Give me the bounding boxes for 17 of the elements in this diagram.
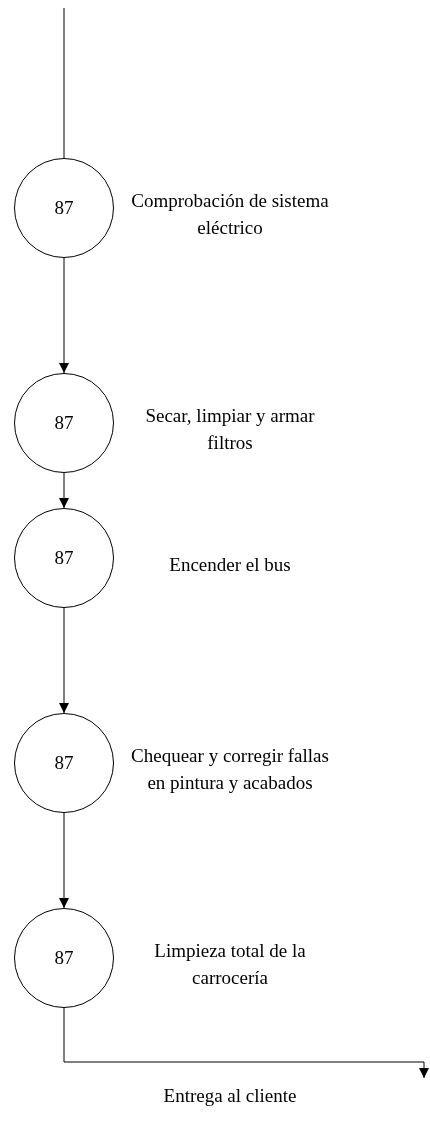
connector-line: [63, 7, 65, 159]
arrow: [59, 472, 69, 509]
process-circle: 87: [14, 908, 114, 1008]
step-description: Comprobación de sistema eléctrico: [130, 189, 330, 240]
process-circle: 87: [14, 158, 114, 258]
process-circle: 87: [14, 373, 114, 473]
arrow: [63, 1007, 429, 1079]
arrow: [59, 812, 69, 909]
step-description: Limpieza total de la carrocería: [153, 939, 307, 990]
process-circle: 87: [14, 508, 114, 608]
destination-label: Entrega al cliente: [162, 1085, 298, 1107]
step-description: Chequear y corregir fallas en pintura y acabados: [130, 744, 330, 795]
arrow: [59, 257, 69, 374]
arrow: [59, 607, 69, 714]
step-description: Secar, limpiar y armar filtros: [144, 404, 316, 455]
step-description: Encender el bus: [168, 552, 292, 577]
process-circle: 87: [14, 713, 114, 813]
